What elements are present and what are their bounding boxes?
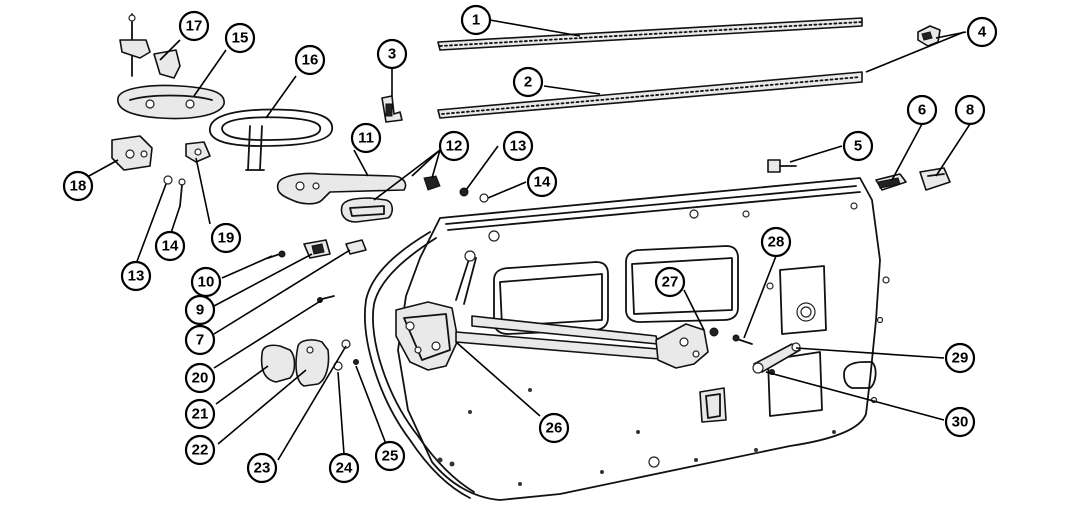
part-22-cover-plate [295, 339, 330, 387]
callout-1: 1 [460, 4, 492, 36]
callout-23: 23 [246, 452, 278, 484]
callout-13-left: 13 [120, 260, 152, 292]
callout-5: 5 [842, 130, 874, 162]
callout-2: 2 [512, 66, 544, 98]
part-30-pivot [752, 362, 775, 375]
callout-14-center: 14 [526, 166, 558, 198]
svg-text:17: 17 [186, 18, 203, 35]
part-18-bracket [111, 135, 153, 171]
callout-29: 29 [944, 342, 976, 374]
svg-text:14: 14 [534, 174, 551, 191]
callout-12: 12 [438, 130, 470, 162]
part-11-inside-handle [276, 172, 407, 205]
callout-15: 15 [224, 22, 256, 54]
svg-text:30: 30 [952, 414, 969, 431]
part-13-nut-left [163, 175, 173, 185]
svg-text:25: 25 [382, 448, 399, 465]
svg-text:23: 23 [254, 460, 271, 477]
svg-text:20: 20 [192, 370, 209, 387]
svg-text:13: 13 [128, 268, 145, 285]
callout-20: 20 [184, 362, 216, 394]
part-2-lower-weatherstrip [437, 71, 863, 119]
part-9-striker [303, 239, 331, 259]
callout-9: 9 [184, 294, 216, 326]
part-7-clip [345, 239, 367, 255]
svg-text:12: 12 [446, 138, 463, 155]
part-8-bumper [919, 167, 951, 191]
part-5-screw [767, 159, 797, 173]
door-inner-panel [364, 177, 890, 501]
callout-24: 24 [328, 452, 360, 484]
svg-text:4: 4 [978, 24, 987, 41]
svg-text:27: 27 [662, 274, 679, 291]
callout-8: 8 [954, 94, 986, 126]
callout-18: 18 [62, 170, 94, 202]
svg-text:18: 18 [70, 178, 87, 195]
callout-22: 22 [184, 434, 216, 466]
part-3-clip [381, 95, 403, 123]
svg-text:3: 3 [388, 46, 396, 63]
callout-21: 21 [184, 398, 216, 430]
part-27-latch [655, 323, 719, 369]
svg-text:16: 16 [302, 52, 319, 69]
part-6-clip [875, 173, 907, 191]
callout-16: 16 [294, 44, 326, 76]
svg-text:19: 19 [218, 230, 235, 247]
part-12-handle-cup [340, 175, 441, 223]
svg-text:22: 22 [192, 442, 209, 459]
callout-14-left: 14 [154, 230, 186, 262]
svg-text:15: 15 [232, 30, 249, 47]
part-14-washer-left [178, 178, 186, 207]
svg-text:2: 2 [524, 74, 532, 91]
svg-text:8: 8 [966, 102, 974, 119]
svg-text:1: 1 [472, 12, 480, 29]
svg-text:10: 10 [198, 274, 215, 291]
svg-text:24: 24 [336, 460, 353, 477]
part-16-door-pull [209, 108, 333, 171]
callout-30: 30 [944, 406, 976, 438]
callout-19: 19 [210, 222, 242, 254]
svg-text:13: 13 [510, 138, 527, 155]
callout-6: 6 [906, 94, 938, 126]
svg-text:14: 14 [162, 238, 179, 255]
callout-3: 3 [376, 38, 408, 70]
callout-28: 28 [760, 226, 792, 258]
callout-27: 27 [654, 266, 686, 298]
callout-4: 4 [966, 16, 998, 48]
callout-26: 26 [538, 412, 570, 444]
part-28-screw [732, 334, 753, 345]
part-26-window-regulator [395, 250, 673, 371]
svg-text:26: 26 [546, 420, 563, 437]
svg-text:9: 9 [196, 302, 204, 319]
part-21-plate [260, 344, 296, 383]
callout-11: 11 [350, 122, 382, 154]
callout-17: 17 [178, 10, 210, 42]
callout-10: 10 [190, 266, 222, 298]
part-23-screw [341, 339, 351, 349]
svg-text:29: 29 [952, 350, 969, 367]
callout-13-center: 13 [502, 130, 534, 162]
svg-text:21: 21 [192, 406, 209, 423]
part-17-lock-cylinder [119, 13, 181, 79]
svg-text:6: 6 [918, 102, 926, 119]
callout-7: 7 [184, 324, 216, 356]
svg-text:5: 5 [854, 138, 862, 155]
part-15-outside-handle [117, 84, 225, 120]
part-19-clip [185, 141, 211, 163]
svg-text:11: 11 [358, 130, 374, 147]
part-14-washer-center [479, 193, 489, 203]
leader-lines [77, 19, 971, 461]
part-1-upper-weatherstrip [437, 17, 863, 51]
part-25-nut [353, 359, 359, 365]
svg-text:28: 28 [768, 234, 785, 251]
callout-25: 25 [374, 440, 406, 472]
svg-text:7: 7 [196, 332, 204, 349]
